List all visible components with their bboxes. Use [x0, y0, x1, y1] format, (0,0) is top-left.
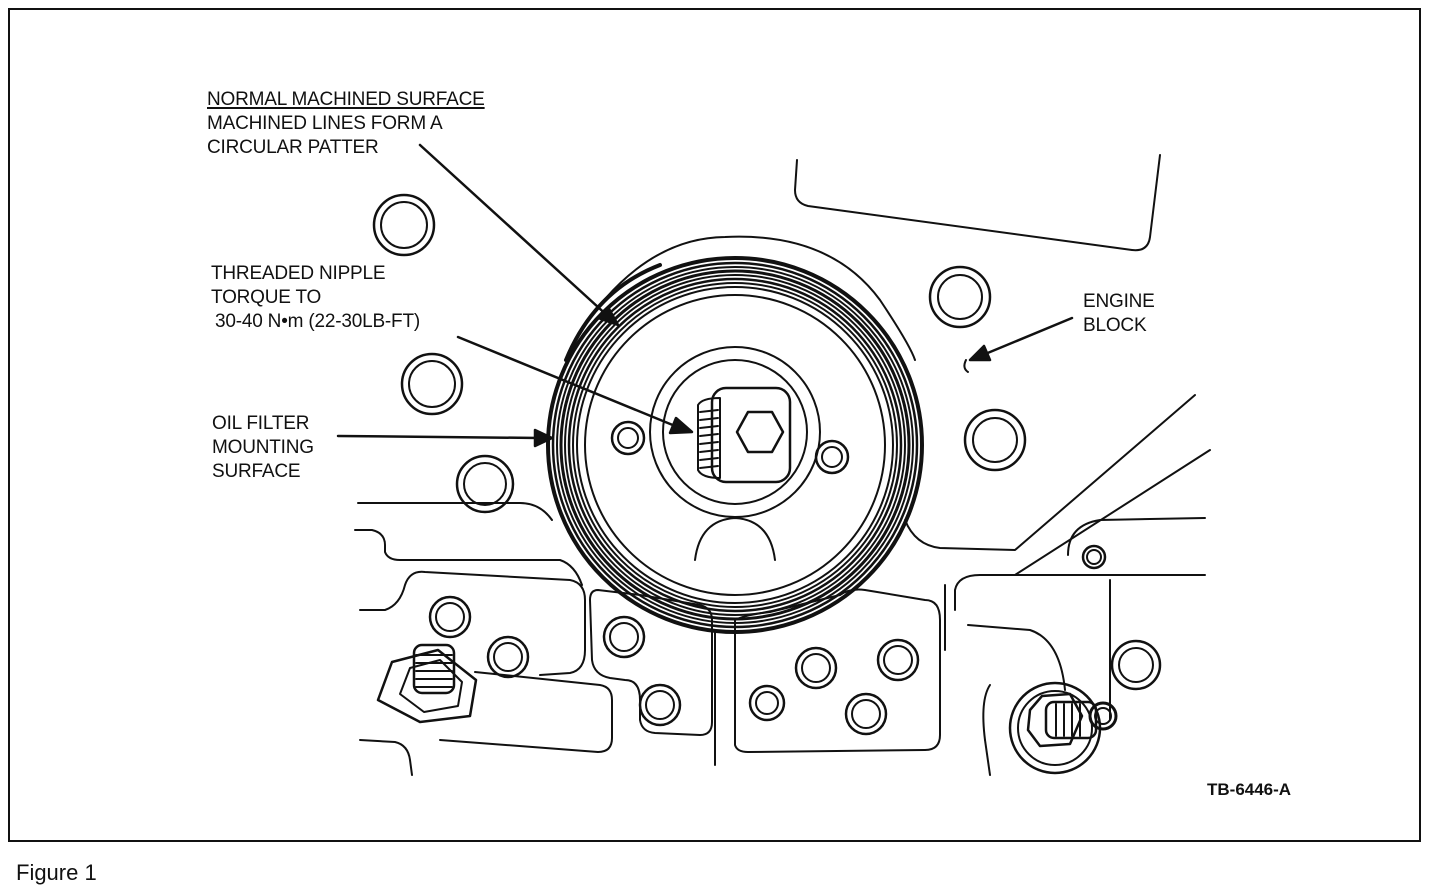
filter-port-left: [610, 420, 646, 456]
block-right-lower-loop: [984, 739, 991, 776]
block-left-pad: [359, 570, 586, 676]
inner-recess-ring-inner: [662, 359, 808, 505]
oil-filter-line2: MOUNTING: [212, 437, 314, 458]
block-left-ledge-2: [354, 529, 583, 586]
block-panel-outline: [794, 154, 1161, 252]
right-stud: [1008, 681, 1118, 775]
oil-passage: [694, 517, 776, 561]
normal-machined-surface-line1: MACHINED LINES FORM A: [207, 113, 443, 134]
engine-block-squiggle: [963, 359, 969, 373]
normal-machined-surface-heading: NORMAL MACHINED SURFACE: [207, 89, 485, 110]
block-center-pad-left: [589, 589, 713, 736]
engine-block-line2: BLOCK: [1083, 315, 1147, 336]
filter-port-left-inner: [617, 427, 639, 449]
threaded-nipple: [697, 386, 792, 484]
figure-caption: Figure 1: [16, 860, 97, 885]
block-outline-right-shelf: [954, 574, 1206, 611]
threaded-nipple-line3: 30-40 N•m (22-30LB-FT): [215, 311, 420, 332]
engine-block-line1: ENGINE: [1083, 291, 1155, 312]
figure-frame: [8, 8, 1421, 842]
block-outline-arc: [575, 235, 916, 361]
normal-machined-surface-label: NORMAL MACHINED SURFACE MACHINED LINES F…: [207, 88, 485, 160]
engine-block-label: ENGINE BLOCK: [1083, 290, 1155, 338]
left-stud: [376, 643, 478, 724]
oil-filter-label: OIL FILTER MOUNTING SURFACE: [212, 412, 314, 484]
threaded-nipple-line2: TORQUE TO: [211, 287, 322, 308]
block-right-lower-curve: [967, 624, 1066, 691]
bolt-holes: [372, 193, 1162, 736]
filter-port-right: [814, 439, 850, 475]
block-outline-right-diag: [1014, 449, 1211, 576]
oil-filter-mounting-surface: [546, 256, 924, 634]
leader-lines: [336, 143, 1074, 448]
normal-machined-surface-line2: CIRCULAR PATTER: [207, 137, 379, 158]
block-left-pad-lower: [359, 739, 413, 776]
threaded-nipple-line1: THREADED NIPPLE: [211, 263, 386, 284]
threaded-nipple-label: THREADED NIPPLE TORQUE TO 30-40 N•m (22-…: [211, 262, 420, 334]
block-outline-right-lower: [904, 394, 1196, 551]
block-left-pad-arm: [439, 671, 613, 753]
oil-filter-line1: OIL FILTER: [212, 413, 310, 434]
block-right-lower-edge: [982, 684, 991, 741]
block-outline-right-bump: [1067, 517, 1206, 556]
block-center-pad-mid: [734, 588, 941, 753]
filter-port-right-inner: [821, 446, 843, 468]
figure-id: TB-6446-A: [1207, 780, 1292, 799]
block-left-ledge-1: [357, 502, 553, 521]
oil-filter-line3: SURFACE: [212, 461, 301, 482]
